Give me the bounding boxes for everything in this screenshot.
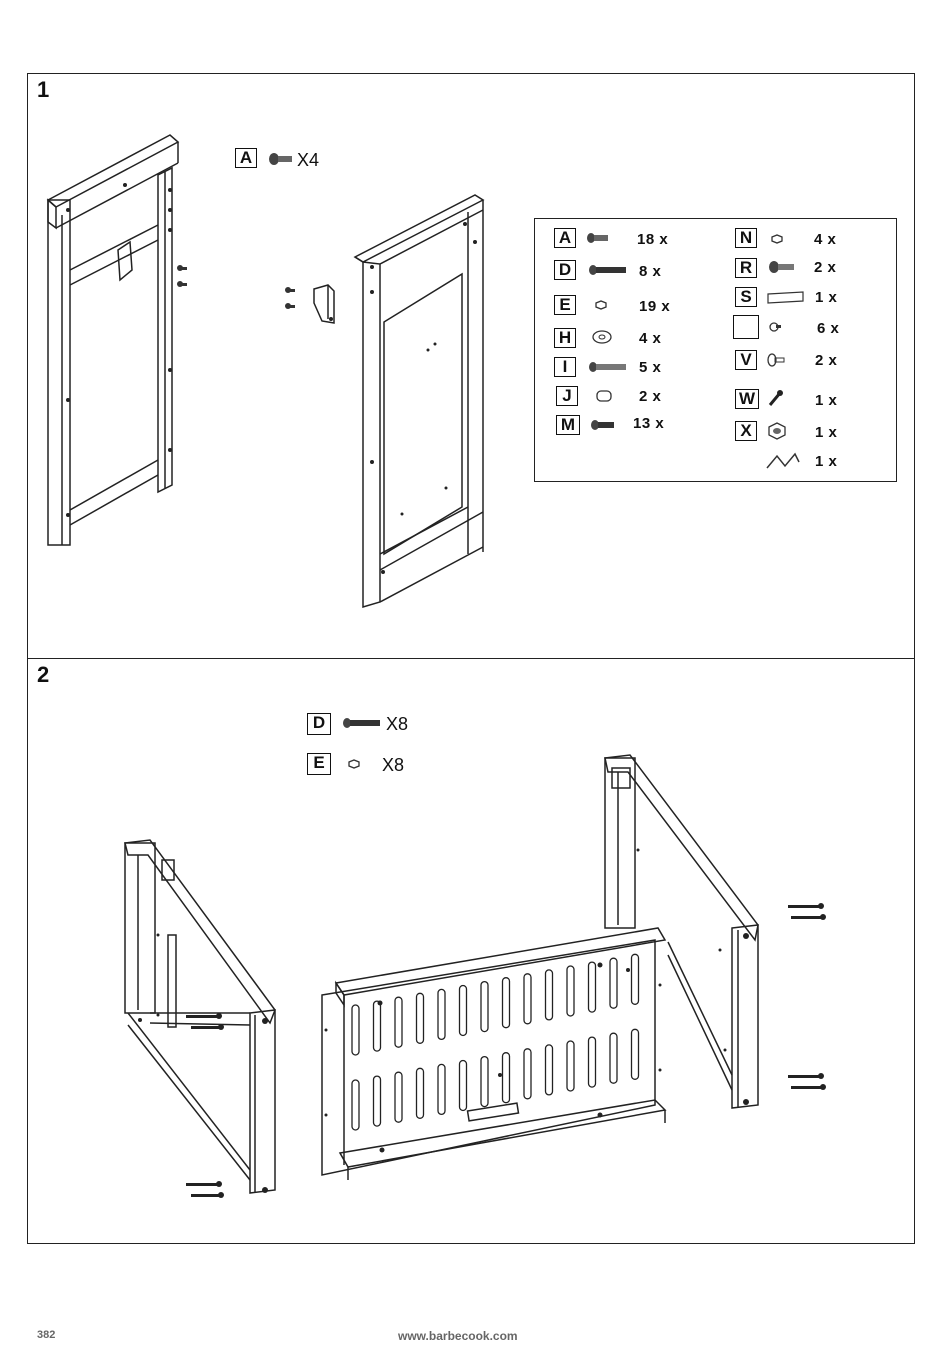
step-2-callout-d-qty: X8 xyxy=(386,714,408,735)
screw-icon xyxy=(268,152,294,166)
vent-slot xyxy=(352,1080,359,1130)
part-qty-a: 18 x xyxy=(637,231,668,248)
screw-pair-icon xyxy=(175,263,189,291)
vent-slot xyxy=(395,1072,402,1122)
spacer-j-icon xyxy=(594,389,614,403)
part-letter-i: I xyxy=(554,357,576,377)
hex-nut-x-icon xyxy=(767,422,787,440)
part-qty-blank: 6 x xyxy=(817,320,839,337)
part-qty-m: 13 x xyxy=(633,415,664,432)
step-1-number: 1 xyxy=(37,77,49,103)
long-bolt-pair-icon xyxy=(785,1072,825,1094)
part-letter-s: S xyxy=(735,287,757,307)
website-link[interactable]: www.barbecook.com xyxy=(398,1329,518,1343)
nut-n-icon xyxy=(770,234,784,244)
side-frame-left-illustration xyxy=(40,130,200,550)
washer-h-icon xyxy=(592,330,612,344)
vent-slot xyxy=(460,986,467,1036)
part-letter-e: E xyxy=(554,295,576,315)
vent-slot xyxy=(524,1049,531,1099)
step-1-callout-qty: X4 xyxy=(297,150,319,171)
part-qty-v: 2 x xyxy=(815,352,837,369)
vent-slot xyxy=(524,974,531,1024)
bolt-r-icon xyxy=(768,260,796,274)
part-qty-clip: 1 x xyxy=(815,453,837,470)
part-letter-x: X xyxy=(735,421,757,441)
vent-slot xyxy=(374,1001,381,1051)
bolt-v-icon xyxy=(766,352,786,368)
vent-slot xyxy=(546,970,553,1020)
part-letter-n: N xyxy=(735,228,757,248)
vent-slot xyxy=(460,1061,467,1111)
vent-slot xyxy=(503,1053,510,1103)
part-letter-d: D xyxy=(554,260,576,280)
long-bolt-d-icon xyxy=(588,265,628,275)
part-qty-e: 19 x xyxy=(639,298,670,315)
long-bolt-pair-icon xyxy=(183,1012,223,1034)
wire-clip-icon xyxy=(765,452,801,472)
vent-slot xyxy=(417,993,424,1043)
step-2-callout-d-letter: D xyxy=(307,713,331,735)
part-qty-r: 2 x xyxy=(814,259,836,276)
step-2-callout-e-qty: X8 xyxy=(382,755,404,776)
part-qty-j: 2 x xyxy=(639,388,661,405)
screw-pair-icon xyxy=(283,285,297,313)
part-letter-r: R xyxy=(735,258,757,278)
nut-e-icon xyxy=(347,759,361,769)
part-qty-x: 1 x xyxy=(815,424,837,441)
side-frame-right-assembly-illustration xyxy=(600,750,765,1115)
plate-s-icon xyxy=(767,290,805,304)
part-letter-w: W xyxy=(735,389,759,409)
side-frame-right-illustration xyxy=(350,192,495,614)
part-qty-w: 1 x xyxy=(815,392,837,409)
vent-slot xyxy=(417,1068,424,1118)
step-1-callout-letter: A xyxy=(235,148,257,168)
bracket-icon xyxy=(310,283,338,327)
step-2-number: 2 xyxy=(37,662,49,688)
parts-table xyxy=(534,218,897,482)
page-number: 382 xyxy=(37,1329,55,1341)
part-qty-d: 8 x xyxy=(639,263,661,280)
screw-nut-icon xyxy=(768,321,782,333)
part-letter-v: V xyxy=(735,350,757,370)
bolt-a-icon xyxy=(586,232,610,244)
part-qty-n: 4 x xyxy=(814,231,836,248)
part-qty-h: 4 x xyxy=(639,330,661,347)
nut-e-icon xyxy=(594,300,608,310)
vent-slot xyxy=(352,1005,359,1055)
vent-slot xyxy=(546,1045,553,1095)
step-2-callout-e-letter: E xyxy=(307,753,331,775)
bolt-m-icon xyxy=(590,419,616,431)
vent-slot xyxy=(374,1076,381,1126)
long-bolt-pair-icon xyxy=(785,902,825,924)
long-bolt-pair-icon xyxy=(183,1180,223,1202)
bolt-i-icon xyxy=(588,361,628,373)
vent-slot xyxy=(567,966,574,1016)
part-letter-h: H xyxy=(554,328,576,348)
long-bolt-d-icon xyxy=(342,718,382,728)
vent-slot xyxy=(589,962,596,1012)
part-qty-s: 1 x xyxy=(815,289,837,306)
part-letter-a: A xyxy=(554,228,576,248)
vent-slot xyxy=(567,1041,574,1091)
part-letter-blank xyxy=(733,315,759,339)
screw-w-icon xyxy=(767,390,783,408)
part-letter-m: M xyxy=(556,415,580,435)
vent-slot xyxy=(481,982,488,1032)
part-qty-i: 5 x xyxy=(639,359,661,376)
vent-slot xyxy=(438,1064,445,1114)
vent-slot xyxy=(395,997,402,1047)
vent-slot xyxy=(589,1037,596,1087)
vent-slot xyxy=(438,989,445,1039)
vent-slot xyxy=(481,1057,488,1107)
part-letter-j: J xyxy=(556,386,578,406)
vent-slot xyxy=(503,978,510,1028)
